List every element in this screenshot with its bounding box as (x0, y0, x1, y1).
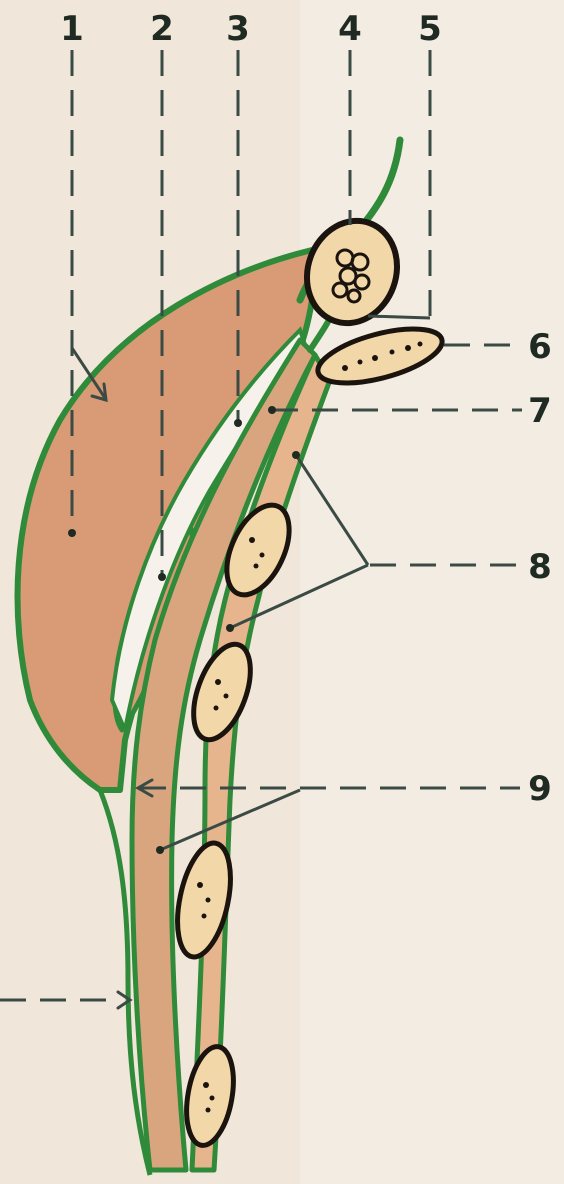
label-4: 4 (338, 9, 362, 49)
label-5: 5 (418, 9, 442, 49)
label-6: 6 (528, 327, 552, 367)
label-7: 7 (528, 391, 552, 431)
leader-5-hook (368, 316, 430, 318)
label-2: 2 (150, 9, 174, 49)
label-9: 9 (528, 769, 552, 809)
label-8: 8 (528, 547, 552, 587)
label-1: 1 (60, 9, 84, 49)
label-3: 3 (226, 9, 250, 49)
